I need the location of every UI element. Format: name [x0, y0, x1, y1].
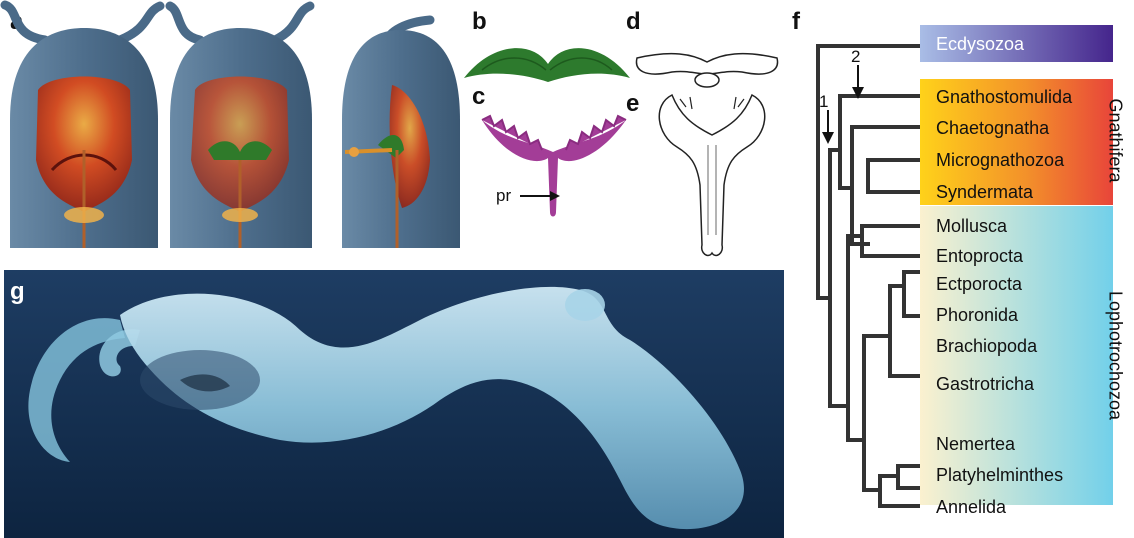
head-render-front — [5, 5, 160, 248]
panel-c-jaw — [480, 112, 630, 222]
taxon-label: Mollusca — [936, 217, 1007, 235]
panel-g-letter: g — [10, 280, 25, 304]
panel-e-letter: e — [626, 92, 639, 116]
clade-label-lophotrochozoa: Lophotrochozoa — [1105, 281, 1126, 431]
taxon-label: Ectporocta — [936, 275, 1022, 293]
panel-b-letter: b — [472, 10, 487, 34]
node-marker-1: 1 — [819, 93, 828, 110]
taxon-label: Chaetognatha — [936, 119, 1049, 137]
panel-c-letter: c — [472, 85, 485, 109]
taxon-label: Syndermata — [936, 183, 1033, 201]
taxon-label: Annelida — [936, 498, 1006, 516]
taxon-label: Platyhelminthes — [936, 466, 1063, 484]
panel-b-jaw — [462, 40, 632, 90]
node-2-arrow — [852, 65, 864, 99]
taxon-label: Ecdysozoa — [936, 35, 1024, 53]
taxon-label: Gnathostomulida — [936, 88, 1072, 106]
panel-g-render — [0, 270, 784, 538]
head-render-transparent — [170, 6, 312, 248]
clade-label-gnathifera: Gnathifera — [1105, 91, 1126, 191]
node-marker-2: 2 — [851, 48, 860, 65]
taxon-label: Phoronida — [936, 306, 1018, 324]
taxon-label: Brachiopoda — [936, 337, 1037, 355]
taxon-label: Micrognathozoa — [936, 151, 1064, 169]
panel-a-renders — [0, 0, 465, 250]
taxon-label: Nemertea — [936, 435, 1015, 453]
protrusion-arrow — [520, 188, 560, 204]
panel-d-letter: d — [626, 10, 641, 34]
head-render-side — [342, 20, 460, 248]
panel-e-drawing — [652, 85, 772, 260]
panel-d-drawing — [632, 40, 782, 90]
taxon-label: Gastrotricha — [936, 375, 1034, 393]
protrusion-label: pr — [496, 187, 511, 204]
node-1-arrow — [822, 110, 834, 144]
taxon-label: Entoprocta — [936, 247, 1023, 265]
panel-f-letter: f — [792, 10, 800, 34]
